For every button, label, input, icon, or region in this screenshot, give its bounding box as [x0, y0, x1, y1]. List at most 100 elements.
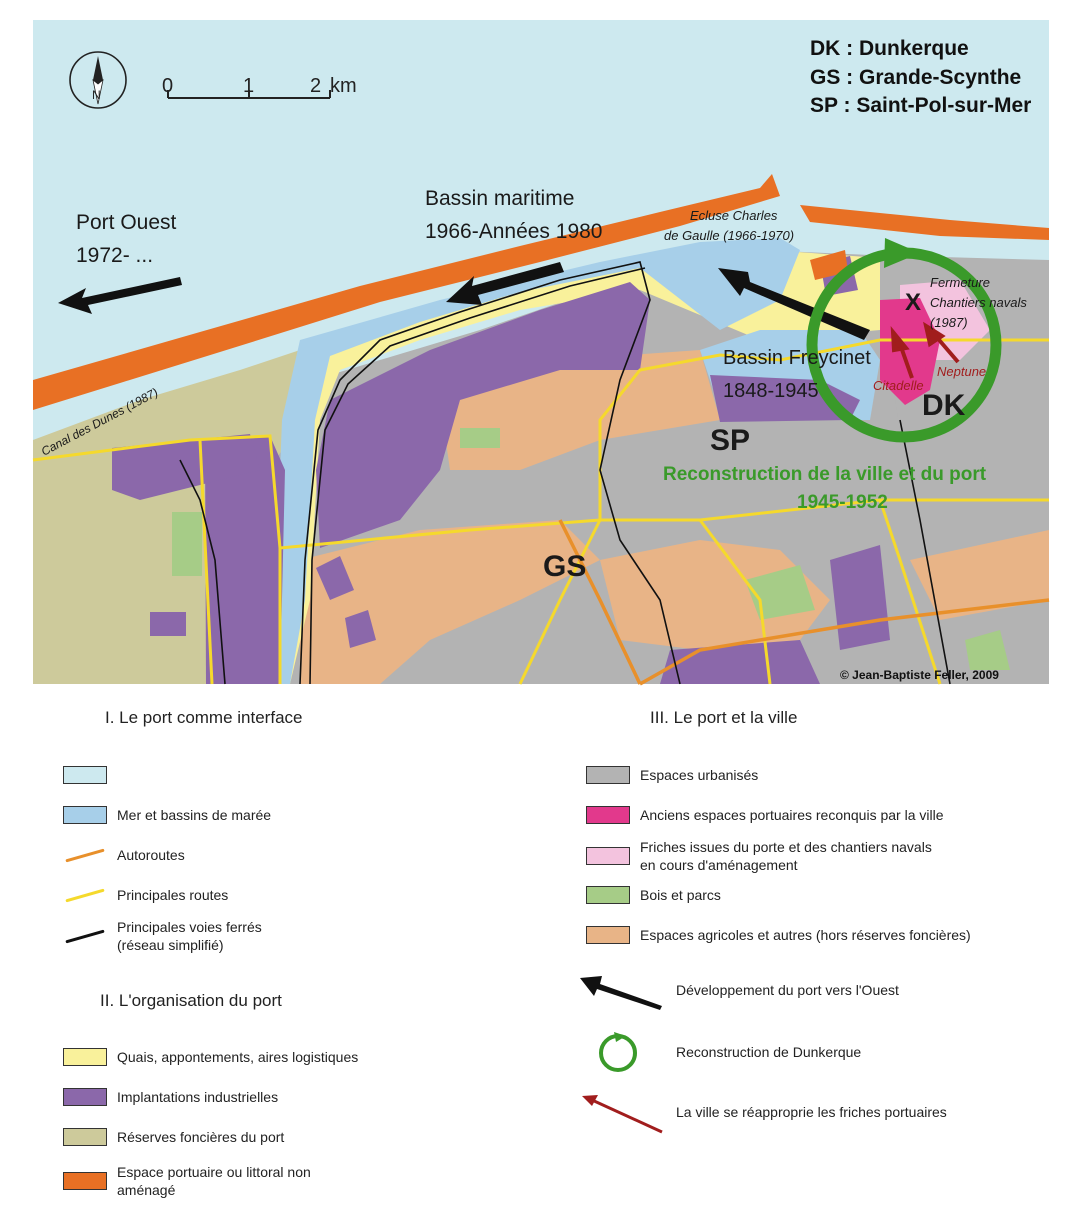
black-arrow-icon — [580, 976, 662, 1010]
north-arrow-icon: N — [69, 51, 127, 109]
legend-label: Bois et parcs — [640, 887, 721, 903]
roads — [32, 338, 1049, 685]
legend-swatch — [586, 847, 630, 866]
industrial-area — [316, 556, 354, 600]
legend-item-railways: Principales voies ferrés (réseau simplifi… — [63, 918, 262, 954]
legend-label: Friches issues du porte et des chantiers… — [640, 839, 932, 855]
westward-development-arrows — [58, 262, 870, 340]
agricultural-area — [600, 540, 830, 650]
legend-swatch — [63, 806, 107, 825]
scale-unit: km — [330, 75, 357, 97]
ecluse-label-2: de Gaulle (1966-1970) — [664, 228, 794, 243]
legend-item-tidal-basins: Mer et bassins de marée — [63, 806, 271, 825]
legend-swatch — [586, 766, 630, 785]
dk-label: DK — [922, 389, 966, 422]
reconstruction-label-1: Reconstruction de la ville et du port — [663, 464, 987, 485]
reappropriation-arrows — [890, 321, 960, 379]
abbr-code: DK — [810, 37, 840, 60]
legend-label: Anciens espaces portuaires reconquis par… — [640, 807, 944, 823]
agricultural-area — [910, 530, 1049, 620]
legend-label: La ville se réapproprie les friches port… — [676, 1103, 947, 1120]
legend-label: Reconstruction de Dunkerque — [676, 1043, 862, 1060]
abbr-code: SP — [810, 94, 838, 117]
scale-tick-0: 0 — [162, 75, 173, 97]
legend-item-unimproved-littoral: Espace portuaire ou littoral non aménagé — [63, 1163, 311, 1199]
legend-item-quays: Quais, appontements, aires logistiques — [63, 1048, 358, 1067]
reconstruction-circle-icon — [806, 238, 1002, 443]
reconstruction-label-2: 1945-1952 — [797, 492, 888, 513]
green-circle-arrow-icon — [599, 1032, 637, 1072]
legend-item-reconquered: Anciens espaces portuaires reconquis par… — [586, 806, 944, 825]
legend-section-1-title: I. Le port comme interface — [105, 708, 303, 727]
legend-item-westward-arrow: Développement du port vers l'Ouest — [578, 970, 899, 1010]
arrow-icon — [718, 268, 870, 340]
railways — [179, 261, 951, 685]
legend-section-3-title: III. Le port et la ville — [650, 708, 798, 727]
industrial-area — [345, 610, 376, 648]
legend-item-port-reserves: Réserves foncières du port — [63, 1128, 284, 1147]
fermeture-label-2: Chantiers navals — [930, 295, 1027, 310]
legend-label: en cours d'aménagement — [640, 857, 798, 874]
littoral-band — [810, 250, 848, 280]
legend-label: Espaces agricoles et autres (hors réserv… — [640, 927, 971, 943]
industrial-area — [112, 434, 260, 500]
port-ouest-label: Port Ouest — [76, 211, 177, 234]
neptune-label: Neptune — [937, 364, 986, 379]
legend-item-reappropriation: La ville se réapproprie les friches port… — [578, 1090, 947, 1134]
legend-item-motorways: Autoroutes — [63, 846, 185, 864]
woods-area — [172, 512, 202, 576]
legend-swatch — [63, 1128, 107, 1147]
legend-swatch — [586, 806, 630, 825]
legend-swatch — [63, 766, 107, 784]
abbreviations-key: DK : Dunkerque GS : Grande-Scynthe SP : … — [810, 37, 1031, 117]
industrial-area — [316, 282, 650, 548]
motorways — [558, 519, 1050, 686]
gs-label: GS — [543, 550, 586, 583]
legend-item-sea — [63, 766, 117, 784]
scale-tick-1: 1 — [243, 75, 254, 97]
legend-label: aménagé — [117, 1182, 176, 1199]
legend-item-woods: Bois et parcs — [586, 886, 721, 905]
bassin-maritime-dates: 1966-Années 1980 — [425, 220, 603, 243]
legend-line-swatch — [63, 927, 107, 945]
scale-tick-2: 2 — [310, 75, 321, 97]
abbr-name: Dunkerque — [859, 37, 969, 60]
svg-text:GS : Grande-Scynthe: GS : Grande-Scynthe — [810, 66, 1021, 89]
legend-label: (réseau simplifié) — [117, 937, 224, 954]
woods-area — [460, 428, 500, 448]
svg-text:SP : Saint-Pol-sur-Mer: SP : Saint-Pol-sur-Mer — [810, 94, 1031, 117]
industrial-area — [150, 612, 186, 636]
legend-section-2-title: II. L'organisation du port — [100, 991, 282, 1010]
bassin-freycinet-label: Bassin Freycinet — [723, 347, 871, 369]
legend-swatch — [63, 1172, 107, 1191]
ecluse-label-1: Ecluse Charles — [690, 208, 778, 223]
fermeture-label-1: Fermeture — [930, 275, 990, 290]
legend-label: Développement du port vers l'Ouest — [676, 981, 899, 998]
quays-area — [270, 250, 880, 684]
legend-label: Autoroutes — [117, 847, 185, 863]
legend-item-urban: Espaces urbanisés — [586, 766, 759, 785]
legend-swatch — [586, 926, 630, 945]
industrial-area — [830, 545, 890, 650]
legend-line-swatch — [63, 846, 107, 864]
port-ouest-dates: 1972- ... — [76, 244, 153, 267]
legend-swatch — [586, 886, 630, 905]
woods-area — [745, 565, 815, 620]
red-arrow-icon — [582, 1095, 663, 1134]
compass-letter: N — [92, 88, 101, 102]
scale-bar: 0 1 2 km — [162, 75, 357, 99]
arrow-icon — [58, 277, 182, 314]
legend-label: Principales voies ferrés — [117, 919, 262, 935]
legend-label: Espaces urbanisés — [640, 767, 759, 783]
legend-item-reconstruction: Reconstruction de Dunkerque — [578, 1030, 861, 1074]
legend-item-industry: Implantations industrielles — [63, 1088, 278, 1107]
industrial-area — [205, 436, 285, 684]
map: N 0 1 2 km DK : Dunkerque GS : Grande-Sc… — [32, 20, 1050, 686]
legend-label: Principales routes — [117, 887, 229, 903]
fermeture-label-3: (1987) — [930, 315, 968, 330]
legend-swatch — [63, 1048, 107, 1067]
bassin-freycinet-dates: 1848-1945 — [723, 380, 819, 402]
bassin-maritime-label: Bassin maritime — [425, 187, 574, 210]
legend-label: Espace portuaire ou littoral non — [117, 1164, 311, 1180]
littoral-band — [33, 174, 780, 410]
